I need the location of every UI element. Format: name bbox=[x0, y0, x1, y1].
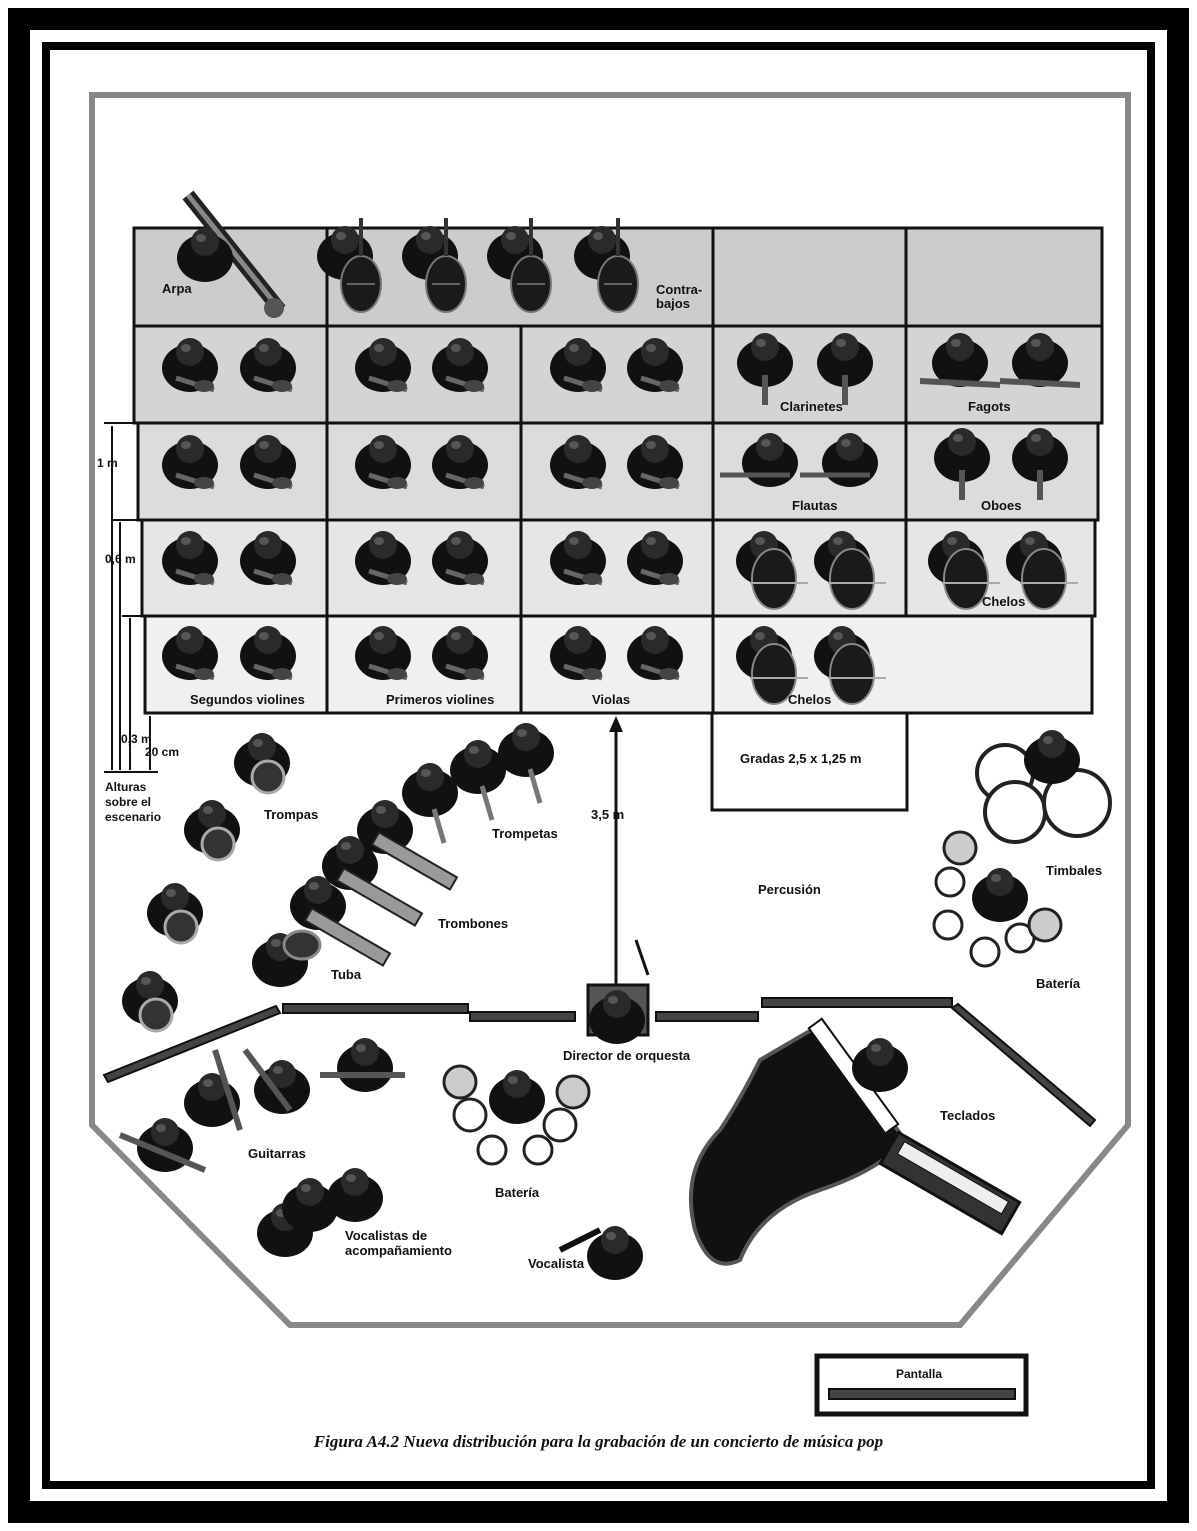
label-gradas: Gradas 2,5 x 1,25 m bbox=[740, 751, 861, 766]
label-guitarras: Guitarras bbox=[248, 1146, 306, 1161]
label-clarinetes: Clarinetes bbox=[780, 399, 843, 414]
label-contrabajos-1: Contra- bbox=[656, 282, 702, 297]
drum-kit-right bbox=[934, 832, 1061, 966]
grand-piano bbox=[691, 1019, 908, 1264]
label-teclados: Teclados bbox=[940, 1108, 995, 1123]
drum-kit-center bbox=[444, 1066, 589, 1164]
label-alturas-1: Alturas bbox=[105, 780, 147, 794]
distance-arrow bbox=[609, 716, 623, 985]
label-35m: 3,5 m bbox=[591, 807, 624, 822]
lead-vocalist bbox=[560, 1226, 643, 1280]
keyboard bbox=[880, 1132, 1019, 1233]
horns bbox=[122, 733, 290, 1031]
trumpets bbox=[402, 723, 554, 843]
conductor bbox=[588, 940, 648, 1044]
label-tuba: Tuba bbox=[331, 967, 362, 982]
caption-text: Nueva distribución para la grabación de … bbox=[403, 1432, 883, 1451]
label-contrabajos-2: bajos bbox=[656, 296, 690, 311]
label-vocalistas-2: acompañamiento bbox=[345, 1243, 452, 1258]
label-trompetas: Trompetas bbox=[492, 826, 558, 841]
label-oboes: Oboes bbox=[981, 498, 1021, 513]
label-06m: 0,6 m bbox=[105, 552, 136, 566]
figure-caption: Figura A4.2 Nueva distribución para la g… bbox=[0, 1432, 1197, 1452]
label-chelos: Chelos bbox=[788, 692, 831, 707]
label-pantalla: Pantalla bbox=[896, 1367, 942, 1381]
label-alturas-3: escenario bbox=[105, 810, 161, 824]
label-trompas: Trompas bbox=[264, 807, 318, 822]
screen bbox=[817, 1356, 1026, 1414]
label-alturas-2: sobre el bbox=[105, 795, 151, 809]
label-director: Director de orquesta bbox=[563, 1048, 691, 1063]
tuba bbox=[252, 931, 320, 987]
caption-figure-number: Figura A4.2 bbox=[314, 1432, 399, 1451]
label-primeros-violines: Primeros violines bbox=[386, 692, 494, 707]
label-trombones: Trombones bbox=[438, 916, 508, 931]
label-bateria-right: Batería bbox=[1036, 976, 1081, 991]
label-vocalistas-1: Vocalistas de bbox=[345, 1228, 427, 1243]
label-arpa: Arpa bbox=[162, 281, 192, 296]
timpani bbox=[977, 730, 1110, 842]
label-20cm: 20 cm bbox=[145, 745, 179, 759]
label-violas: Violas bbox=[592, 692, 630, 707]
label-flautas: Flautas bbox=[792, 498, 838, 513]
label-timbales: Timbales bbox=[1046, 863, 1102, 878]
label-segundos-violines: Segundos violines bbox=[190, 692, 305, 707]
label-fagots: Fagots bbox=[968, 399, 1011, 414]
label-03m: 0,3 m bbox=[121, 732, 152, 746]
label-vocalista: Vocalista bbox=[528, 1256, 585, 1271]
label-chelos-right: Chelos bbox=[982, 594, 1025, 609]
label-percusion: Percusión bbox=[758, 882, 821, 897]
label-bateria: Batería bbox=[495, 1185, 540, 1200]
label-1m: 1 m bbox=[97, 456, 118, 470]
